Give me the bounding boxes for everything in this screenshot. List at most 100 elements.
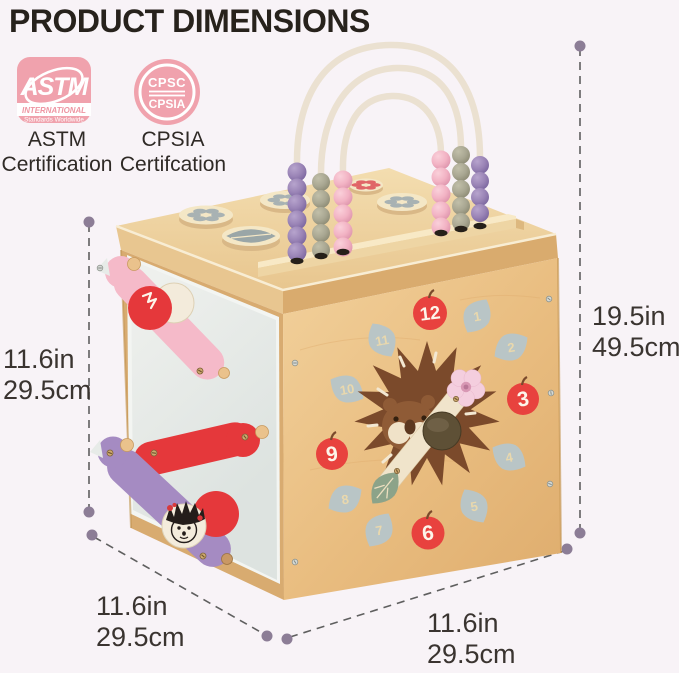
clock-leaf-10: 10	[323, 367, 371, 411]
bead-sage	[312, 190, 330, 208]
page-title: PRODUCT DIMENSIONS	[9, 3, 370, 39]
top-edge-highlight	[115, 224, 557, 292]
cpsc-badge: CPSC CPSIA	[134, 59, 200, 125]
cpsia-label-top: CPSIA	[141, 128, 205, 151]
total-height-inches: 19.5in	[592, 301, 666, 331]
side-height-cm: 29.5cm	[3, 375, 92, 405]
clock-leaf-1: 1	[455, 292, 499, 340]
top-disc-leaf	[222, 226, 280, 251]
svg-text:8: 8	[340, 491, 350, 507]
dimension-side-height: 11.6in 29.5cm	[3, 344, 92, 406]
top-disc-flower-1	[179, 205, 233, 229]
bead-pink	[333, 204, 353, 224]
abacus-wires	[293, 41, 484, 181]
wire-outer	[293, 41, 484, 170]
clock-apple-12: 12	[413, 289, 447, 330]
bead-pink	[431, 167, 451, 187]
clock-leaf-4: 4	[485, 435, 533, 479]
astm-logo-tagline: Standards Worldwide	[24, 117, 84, 124]
activity-cube: 1 2 4 5 7 8 10 11 12 3 6 9	[90, 41, 562, 600]
bead-purple	[287, 226, 307, 246]
bead-sage	[452, 180, 470, 198]
clock-face: 1 2 4 5 7 8 10 11 12 3 6 9	[291, 289, 555, 566]
astm-badge: ASTM INTERNATIONAL Standards Worldwide	[17, 57, 91, 124]
astm-logo-text: ASTM	[20, 73, 90, 101]
latch-peg	[221, 553, 233, 565]
wire-inner	[339, 92, 445, 176]
front-screw	[291, 558, 299, 566]
astm-label-bottom: Certification	[1, 153, 113, 176]
screw	[241, 433, 249, 441]
side-height-inches: 11.6in	[3, 344, 75, 374]
bead-purple	[471, 204, 489, 222]
clock-leaf-11: 11	[360, 316, 404, 364]
bead-sage	[312, 224, 330, 242]
wire-middle	[317, 64, 465, 181]
depth-line	[93, 536, 265, 635]
svg-text:9: 9	[325, 442, 340, 466]
svg-text:1: 1	[472, 308, 482, 324]
bead-sage	[312, 207, 330, 225]
knob-highlight	[427, 418, 449, 432]
screw	[150, 449, 158, 457]
svg-text:7: 7	[374, 522, 384, 538]
clock-leaf-7: 7	[357, 506, 401, 554]
dimension-depth: 11.6in 29.5cm	[96, 591, 185, 653]
dimension-width: 11.6in 29.5cm	[427, 608, 516, 670]
bead-sage	[452, 146, 470, 164]
screw	[394, 468, 400, 474]
svg-text:11: 11	[374, 332, 390, 349]
width-line	[289, 550, 565, 638]
bead-ferrules	[290, 222, 487, 265]
bead-sage	[452, 197, 470, 215]
clock-apple-6: 6	[411, 510, 445, 550]
bead-purple	[471, 156, 489, 174]
pink-bird-latch	[96, 256, 230, 380]
hedgehog-face-drawing	[166, 501, 205, 544]
bead-purple	[287, 178, 307, 198]
cpsc-logo-bottom: CPSIA	[149, 97, 186, 111]
width-cm: 29.5cm	[427, 639, 516, 669]
cube-top-band-left	[116, 226, 283, 314]
bead-purple	[287, 242, 307, 262]
total-height-cm: 49.5cm	[592, 332, 679, 362]
bead-pink	[431, 150, 451, 170]
astm-label-top: ASTM	[27, 128, 87, 151]
bead-purple	[471, 172, 489, 190]
svg-text:3: 3	[516, 387, 531, 412]
cpsia-certification-label: CPSIA Certifcation	[114, 127, 232, 177]
clock-leaf-5: 5	[452, 482, 496, 530]
depth-inches: 11.6in	[96, 591, 168, 621]
bead-sage	[452, 163, 470, 181]
clock-hands	[363, 369, 486, 512]
clock-leaf-8: 8	[321, 477, 369, 521]
beak-mark	[141, 291, 158, 310]
abacus-beads	[287, 146, 489, 262]
svg-text:12: 12	[419, 301, 442, 324]
depth-cm: 29.5cm	[96, 622, 185, 652]
svg-text:10: 10	[339, 381, 356, 398]
front-screw	[291, 359, 299, 367]
bead-pink	[333, 187, 353, 207]
panel-screw	[96, 264, 104, 272]
screw	[199, 552, 207, 560]
clock-leaf-2: 2	[487, 325, 535, 369]
front-screw	[547, 389, 555, 397]
svg-text:2: 2	[506, 339, 516, 355]
dimension-total-height: 19.5in 49.5cm	[592, 301, 679, 363]
bead-pink	[333, 221, 353, 241]
screw	[453, 396, 459, 402]
bead-purple	[471, 188, 489, 206]
front-screw	[546, 480, 554, 488]
bead-purple	[287, 194, 307, 214]
top-disc-flower-red	[349, 178, 383, 195]
bead-pink	[431, 184, 451, 204]
svg-text:5: 5	[469, 498, 479, 514]
front-screw	[545, 295, 553, 303]
astm-logo-subtext: INTERNATIONAL	[22, 105, 86, 115]
width-inches: 11.6in	[427, 608, 499, 638]
clock-apple-3: 3	[507, 376, 539, 415]
bead-purple	[287, 210, 307, 230]
